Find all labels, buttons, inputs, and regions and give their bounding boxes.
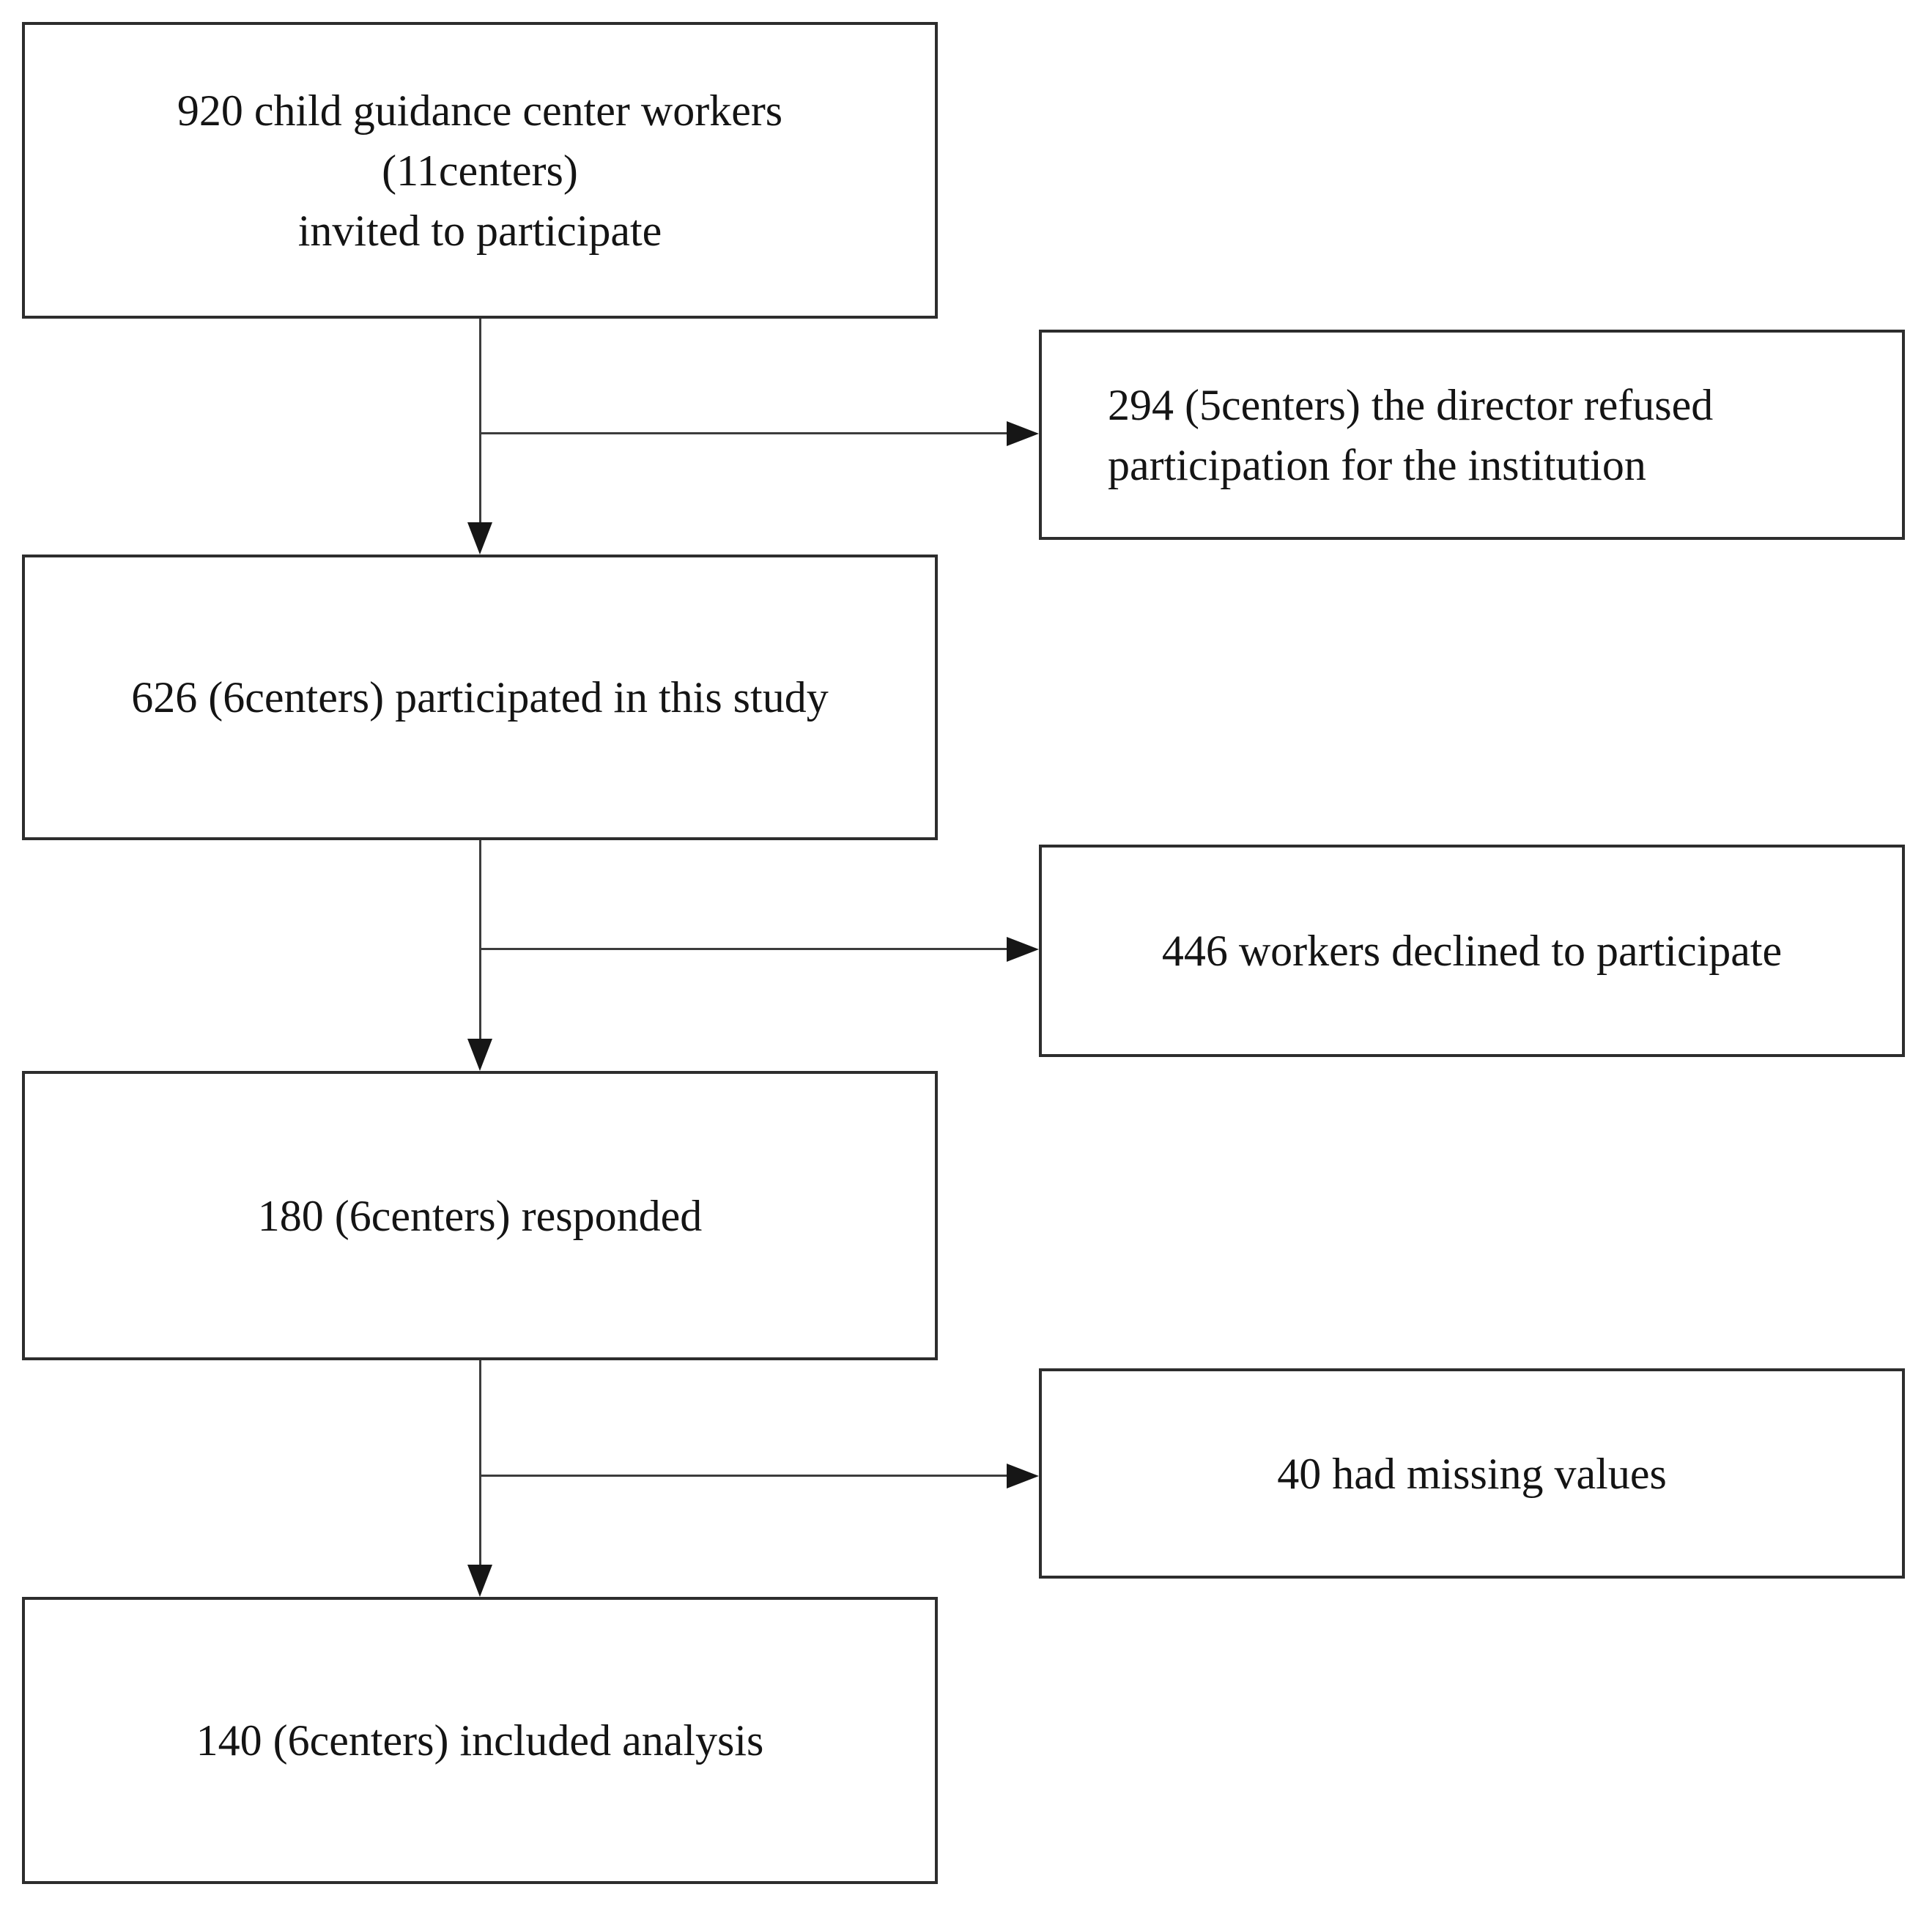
connector-branch-workers-declined-line (480, 948, 1008, 950)
box-participated: 626 (6centers) participated in this stud… (22, 555, 938, 840)
arrowhead-right-director-refused (1007, 421, 1039, 446)
box-invited-line-2: (11centers) (382, 146, 578, 195)
connector-participated-to-responded-line (479, 840, 481, 1039)
connector-invited-to-participated-line (479, 319, 481, 525)
box-director-refused: 294 (5centers) the director refused part… (1039, 330, 1905, 540)
arrowhead-down-responded-to-analysis (467, 1565, 492, 1597)
arrowhead-right-workers-declined (1007, 937, 1039, 962)
box-responded-line-1: 180 (6centers) responded (257, 1191, 703, 1240)
arrowhead-down-invited-to-participated (467, 522, 492, 555)
arrowhead-down-participated-to-responded (467, 1039, 492, 1071)
box-workers-declined: 446 workers declined to participate (1039, 845, 1905, 1057)
box-workers-declined-line-1: 446 workers declined to participate (1161, 927, 1783, 975)
box-missing-values-line-1: 40 had missing values (1277, 1449, 1667, 1498)
box-participated-line-1: 626 (6centers) participated in this stud… (131, 673, 829, 722)
box-invited-line-3: invited to participate (297, 206, 662, 255)
box-invited-line-1: 920 child guidance center workers (177, 86, 783, 135)
box-responded: 180 (6centers) responded (22, 1071, 938, 1360)
box-invited: 920 child guidance center workers (11cen… (22, 22, 938, 319)
connector-branch-director-refused-line (480, 432, 1008, 434)
box-analysis: 140 (6centers) included analysis (22, 1597, 938, 1884)
box-missing-values: 40 had missing values (1039, 1368, 1905, 1579)
connector-responded-to-analysis-line (479, 1360, 481, 1565)
box-analysis-line-1: 140 (6centers) included analysis (196, 1716, 764, 1765)
box-director-refused-line-2: participation for the institution (1108, 440, 1646, 489)
connector-branch-missing-values-line (480, 1475, 1008, 1477)
box-director-refused-line-1: 294 (5centers) the director refused (1108, 380, 1714, 429)
arrowhead-right-missing-values (1007, 1464, 1039, 1488)
